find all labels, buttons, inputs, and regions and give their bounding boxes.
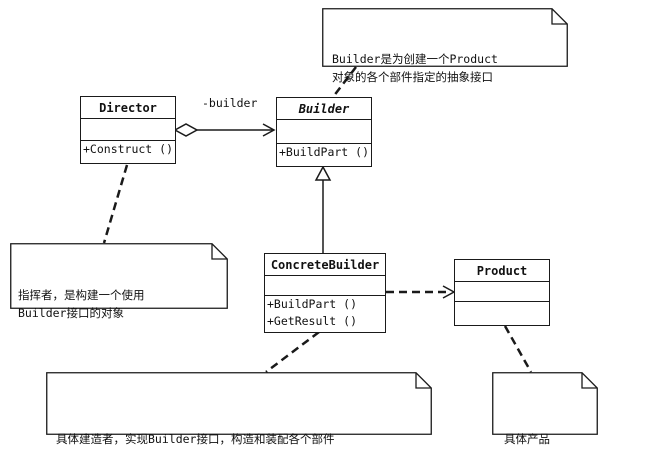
association-role-label: -builder [202,96,258,110]
note-anchor-concrete-builder [265,331,320,373]
note-anchor-builder [332,66,357,98]
inheritance-concretebuilder-builder [314,165,332,253]
class-name: Product [455,260,549,282]
dependency-concretebuilder-product [386,285,456,299]
note-text: Builder是为创建一个Product 对象的各个部件指定的抽象接口 [332,52,498,84]
note-anchor-director [102,164,129,244]
connectors-layer [102,66,533,373]
note-shape [492,372,598,435]
builder-note: Builder是为创建一个Product 对象的各个部件指定的抽象接口 [322,8,568,84]
class-operations: +BuildPart () [277,144,371,161]
director-class[interactable]: Director +Construct () [80,96,176,164]
class-name: ConcreteBuilder [265,254,385,276]
builder-pattern-uml-diagram: -builder Director +Construct () Builder … [10,8,598,446]
concrete-builder-class[interactable]: ConcreteBuilder +BuildPart () +GetResult… [264,253,386,333]
note-anchor-product [503,325,533,373]
class-attributes [265,276,385,296]
class-operations: +Construct () [81,141,175,158]
builder-class[interactable]: Builder +BuildPart () [276,97,372,167]
class-attributes [455,282,549,302]
note-shape [46,372,432,435]
note-text: 具体建造者，实现Builder接口，构造和装配各个部件 [56,432,335,446]
class-name: Director [81,97,175,119]
note-text: 指挥者，是构建一个使用 Builder接口的对象 [18,288,145,320]
director-note: 指挥者，是构建一个使用 Builder接口的对象 [10,243,228,320]
class-attributes [277,120,371,144]
product-class[interactable]: Product [454,259,550,326]
class-operations [455,302,549,324]
class-attributes [81,119,175,141]
class-name: Builder [277,98,371,120]
operation: +Construct () [83,142,174,156]
concrete-builder-note: 具体建造者，实现Builder接口，构造和装配各个部件 [46,372,432,446]
product-note: 具体产品 [492,372,598,446]
operation: +BuildPart () [279,145,370,159]
note-shape [322,8,568,67]
aggregation-director-builder [173,123,276,137]
operation: +GetResult () [267,314,358,328]
note-text: 具体产品 [504,432,550,446]
operation: +BuildPart () [267,297,358,311]
class-operations: +BuildPart () +GetResult () [265,296,385,330]
note-shape [10,243,228,309]
